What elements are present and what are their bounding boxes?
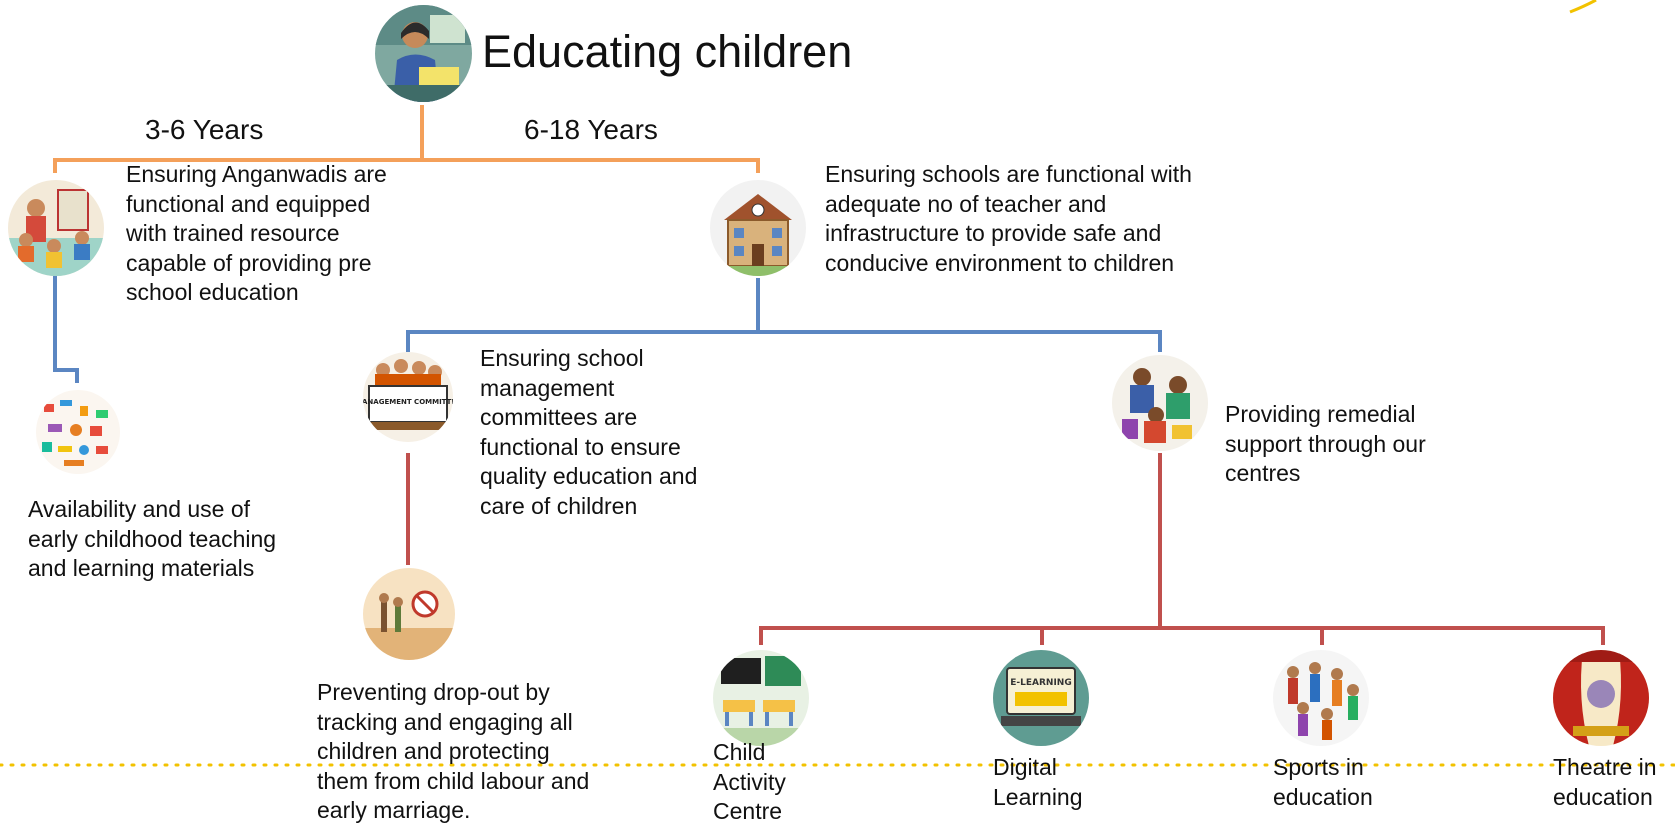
- dropout-text: Preventing drop-out by tracking and enga…: [317, 679, 590, 823]
- theatre-illustration: [1553, 650, 1649, 746]
- smc-badge: MANAGEMENT COMMITTEE: [363, 398, 453, 406]
- anganwadi-text: Ensuring Anganwadis are functional and e…: [126, 161, 387, 305]
- remedial-text: Providing remedial support through our c…: [1225, 401, 1426, 486]
- anganwadi-illustration: [8, 180, 104, 276]
- classroom-illustration: [713, 650, 809, 746]
- sports-illustration: [1273, 650, 1369, 746]
- schools-text: Ensuring schools are functional with ade…: [825, 161, 1192, 276]
- theatre-text: Theatre in education: [1553, 754, 1657, 810]
- red-connector: [759, 626, 1605, 645]
- child-labour-illustration: [363, 568, 455, 660]
- remedial-centre-illustration: [1112, 355, 1208, 451]
- elearning-badge: E-LEARNING: [1010, 678, 1071, 688]
- age-label-6-18: 6-18 Years: [524, 114, 658, 145]
- smc-text: Ensuring school management committees ar…: [480, 345, 698, 519]
- digital-text: Digital Learning: [993, 754, 1083, 810]
- management-committee-illustration: MANAGEMENT COMMITTEE: [363, 352, 453, 442]
- digital-learning-illustration: E-LEARNING: [993, 650, 1089, 746]
- blue-connector: [406, 330, 1162, 352]
- school-building-illustration: [710, 180, 806, 276]
- orange-connector: [53, 158, 760, 173]
- materials-text: Availability and use of early childhood …: [28, 496, 277, 581]
- age-label-3-6: 3-6 Years: [145, 114, 264, 145]
- cac-text: Child Activity Centre: [713, 739, 786, 824]
- learning-materials-illustration: [36, 390, 120, 474]
- page-title: Educating children: [482, 26, 853, 77]
- blue-connector: [53, 270, 79, 383]
- teacher-illustration: [375, 5, 472, 102]
- corner-arc: [1569, 0, 1597, 14]
- sports-text: Sports in education: [1273, 754, 1373, 810]
